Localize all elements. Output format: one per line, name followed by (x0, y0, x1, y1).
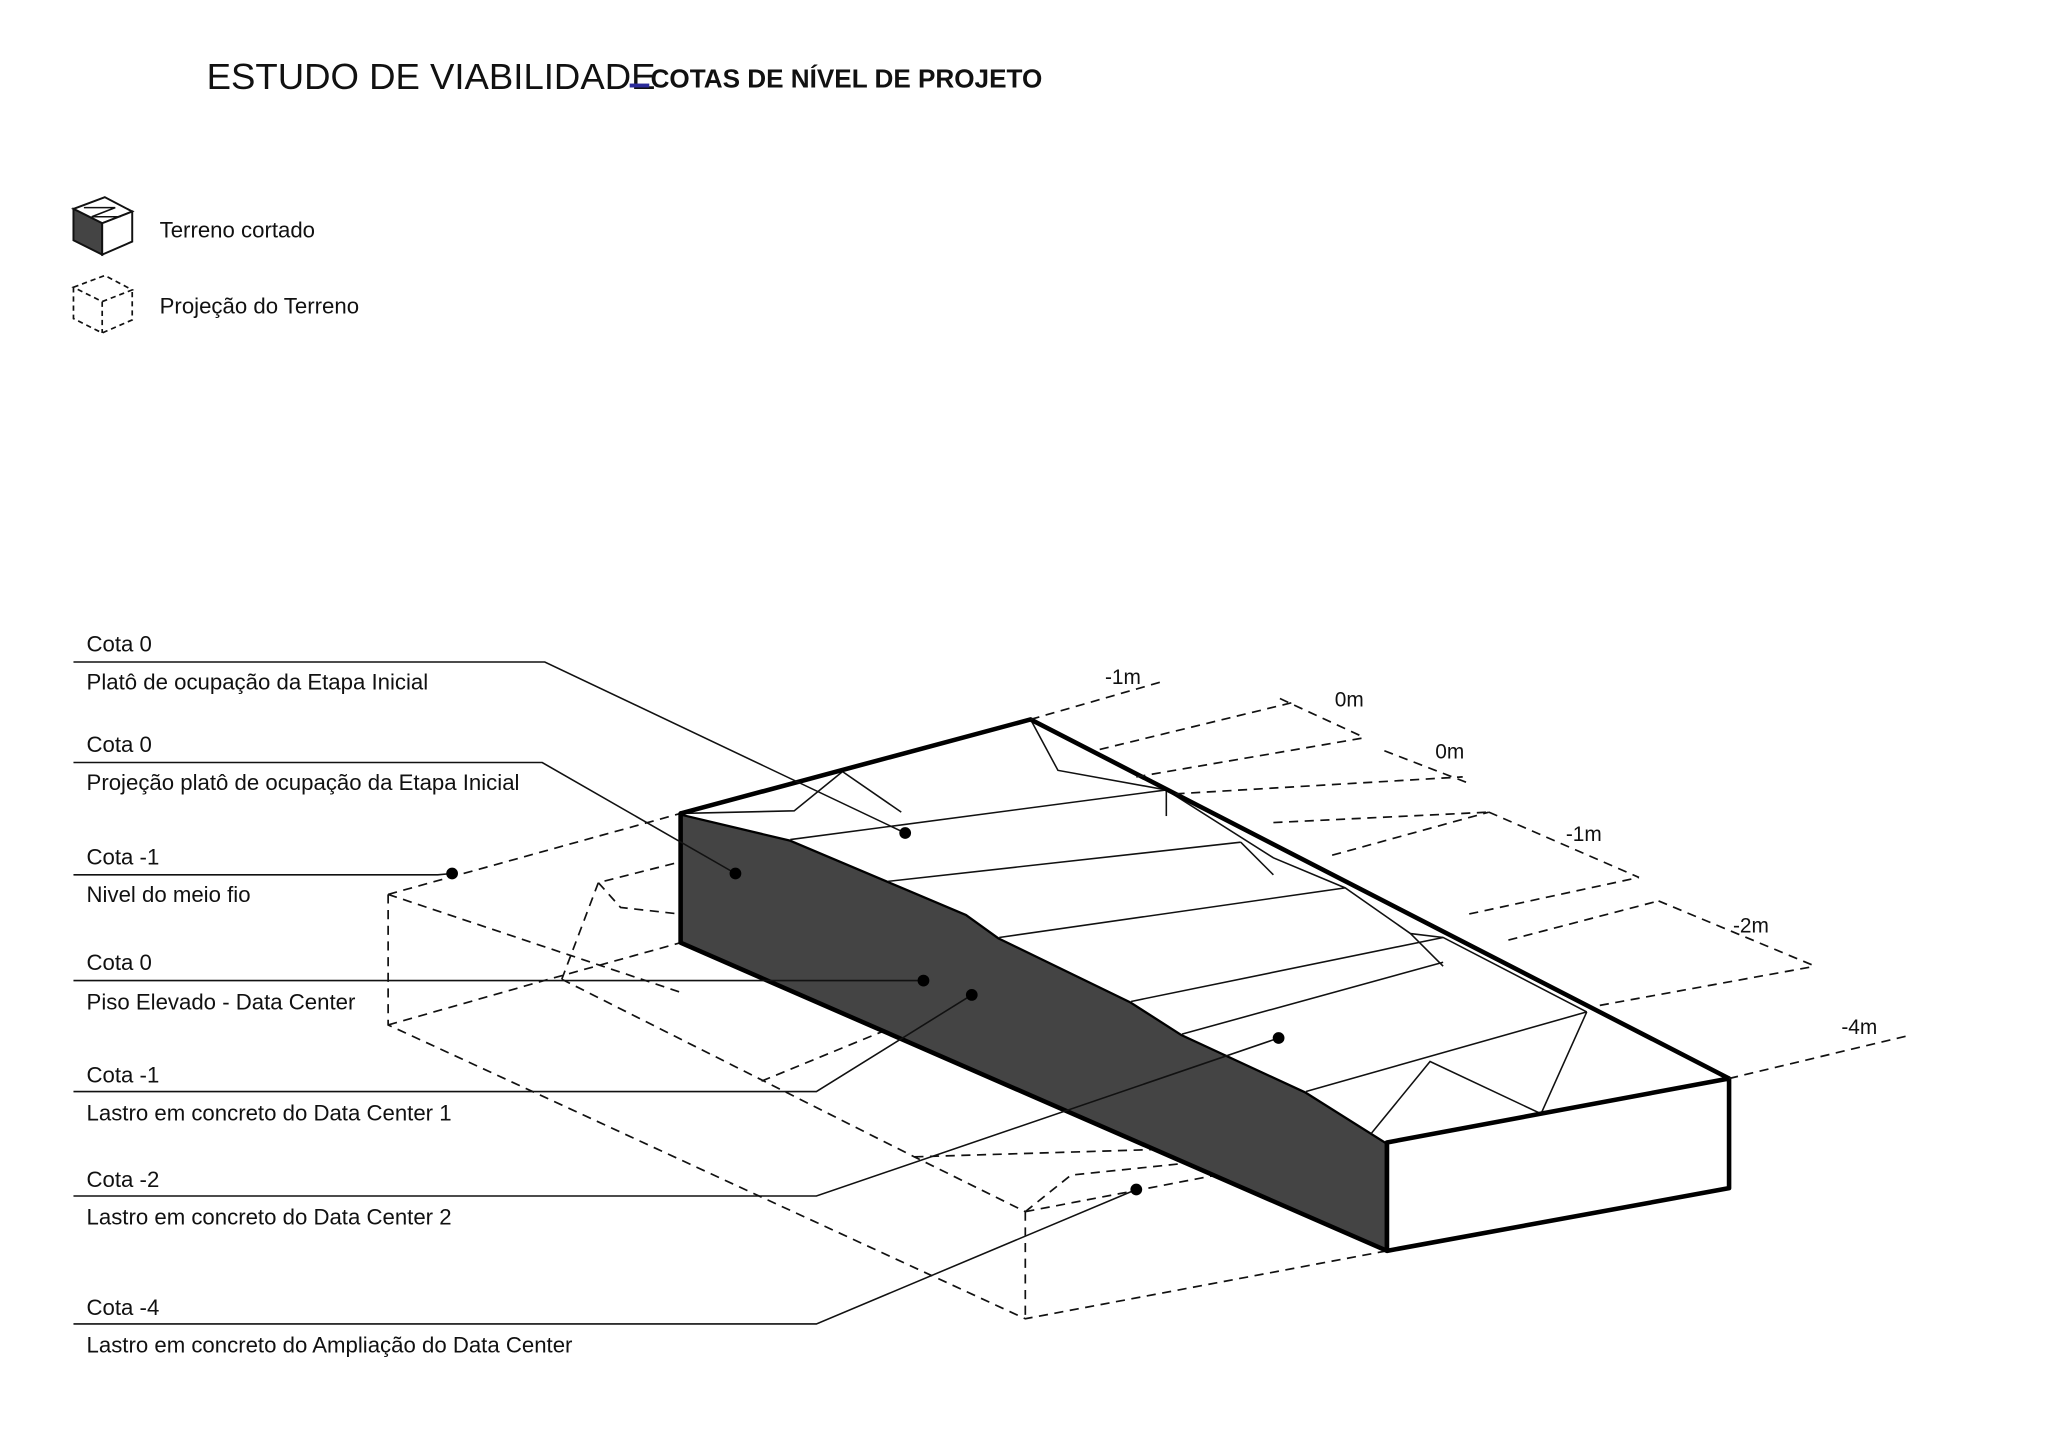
annotation-description: Projeção platô de ocupação da Etapa Inic… (87, 770, 520, 795)
terrain-top-surface (680, 719, 1730, 1143)
legend-label-cut: Terreno cortado (160, 218, 315, 243)
title-separator (629, 83, 650, 88)
legend-label-projection: Projeção do Terreno (160, 293, 359, 318)
dimension-label: -1m (1105, 666, 1141, 689)
annotation-description: Lastro em concreto do Data Center 1 (87, 1100, 452, 1125)
title-main: ESTUDO DE VIABILIDADE (207, 56, 656, 97)
solid-cube-icon (71, 196, 135, 257)
annotation-level: Cota -1 (87, 1062, 160, 1087)
title-sub: COTAS DE NÍVEL DE PROJETO (651, 63, 1043, 93)
dimension-label: -1m (1566, 823, 1602, 846)
dimension-label: -4m (1841, 1016, 1877, 1039)
annotation-description: Platô de ocupação da Etapa Inicial (87, 669, 429, 694)
terrain-end-face (1384, 1076, 1732, 1254)
dimension-label: 0m (1335, 688, 1364, 711)
annotation-level: Cota -4 (87, 1295, 160, 1320)
dashed-cube-icon (71, 274, 135, 334)
annotation-description: Lastro em concreto do Data Center 2 (87, 1205, 452, 1230)
annotation-description: Piso Elevado - Data Center (87, 989, 356, 1014)
annotation-level: Cota -2 (87, 1167, 160, 1192)
annotation-level: Cota -1 (87, 844, 160, 869)
dimension-label: 0m (1435, 741, 1464, 764)
dimension-lines (1030, 680, 1910, 1080)
annotation-description: Nivel do meio fio (87, 882, 251, 907)
annotation-level: Cota 0 (87, 632, 152, 657)
annotation-description: Lastro em concreto do Ampliação do Data … (87, 1333, 574, 1358)
annotation-level: Cota 0 (87, 732, 152, 757)
annotation-list: Cota 0 Platô de ocupação da Etapa Inicia… (87, 632, 574, 1358)
annotation-leaders (73, 661, 1285, 1325)
annotation-level: Cota 0 (87, 950, 152, 975)
dimension-label: -2m (1733, 914, 1769, 937)
